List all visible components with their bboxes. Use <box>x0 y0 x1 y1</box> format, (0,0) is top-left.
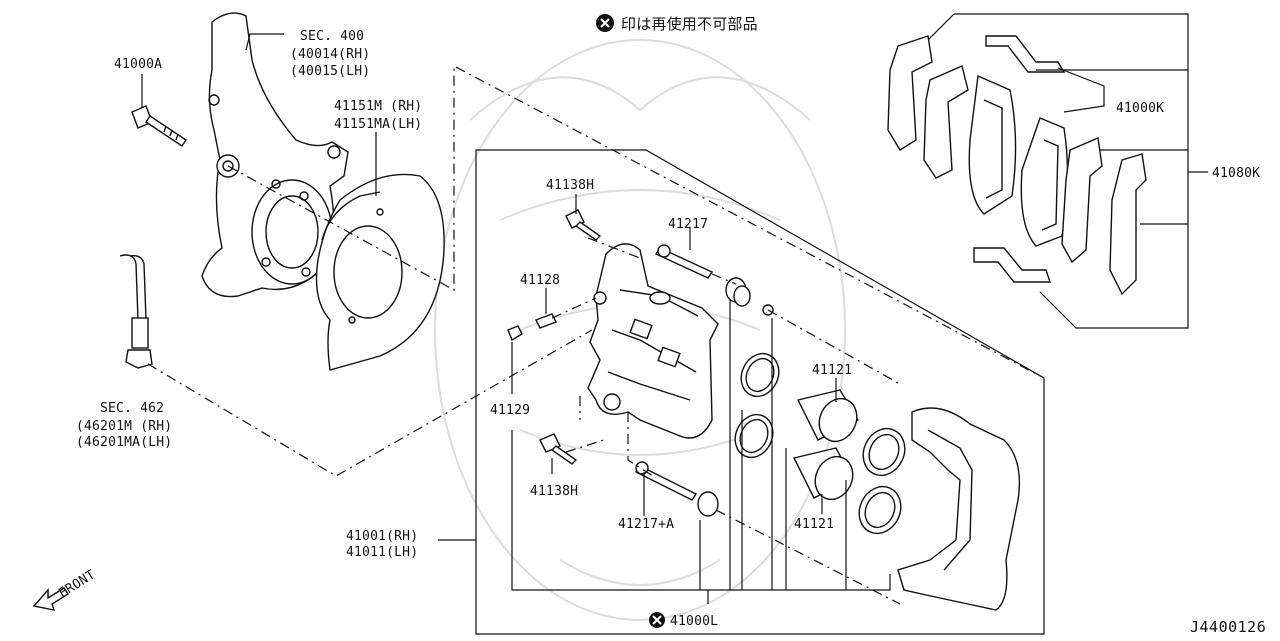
label-41151m: 41151M (RH) <box>334 99 422 114</box>
figure-reference: J4400126 <box>1190 618 1266 636</box>
label-41138h-top: 41138H <box>546 178 594 193</box>
leader-lines <box>141 33 1208 604</box>
label-41000l: 41000L <box>670 614 718 629</box>
caliper-body <box>587 243 719 439</box>
label-41001: 41001(RH) <box>346 529 418 544</box>
label-41129: 41129 <box>490 403 530 418</box>
label-front: FRONT <box>56 567 98 601</box>
label-41217a: 41217+A <box>618 517 674 532</box>
label-41151ma: 41151MA(LH) <box>334 117 422 132</box>
label-46201ma: (46201MA(LH) <box>76 435 172 450</box>
label-41138h-bottom: 41138H <box>530 484 578 499</box>
label-41128: 41128 <box>520 273 560 288</box>
pistons-and-seals <box>734 352 906 535</box>
label-41080k: 41080K <box>1212 166 1260 181</box>
label-41121-top: 41121 <box>812 363 852 378</box>
label-40014: (40014(RH) <box>290 47 370 62</box>
notice: 印は再使用不可部品 <box>596 14 758 33</box>
part-labels: 41000A SEC. 400 (40014(RH) (40015(LH) 41… <box>56 29 1266 636</box>
pad-kit-box <box>927 13 1189 329</box>
splash-shield <box>315 173 445 371</box>
label-41011: 41011(LH) <box>346 545 418 560</box>
front-direction-arrow <box>32 587 69 611</box>
notice-text: 印は再使用不可部品 <box>621 15 758 33</box>
torque-member <box>897 407 1021 611</box>
label-41000k: 41000K <box>1116 101 1164 116</box>
label-41217: 41217 <box>668 217 708 232</box>
caliper-assembly-box <box>475 149 1045 635</box>
label-46201m: (46201M (RH) <box>76 419 172 434</box>
label-41121-bottom: 41121 <box>794 517 834 532</box>
label-sec400: SEC. 400 <box>300 29 364 44</box>
brake-pads <box>887 35 1147 296</box>
label-41000a: 41000A <box>114 57 162 72</box>
label-40015: (40015(LH) <box>290 64 370 79</box>
brake-hose <box>119 254 153 369</box>
label-sec462: SEC. 462 <box>100 401 164 416</box>
bolt-41000a <box>131 105 187 147</box>
assembly-lines <box>147 65 1045 605</box>
